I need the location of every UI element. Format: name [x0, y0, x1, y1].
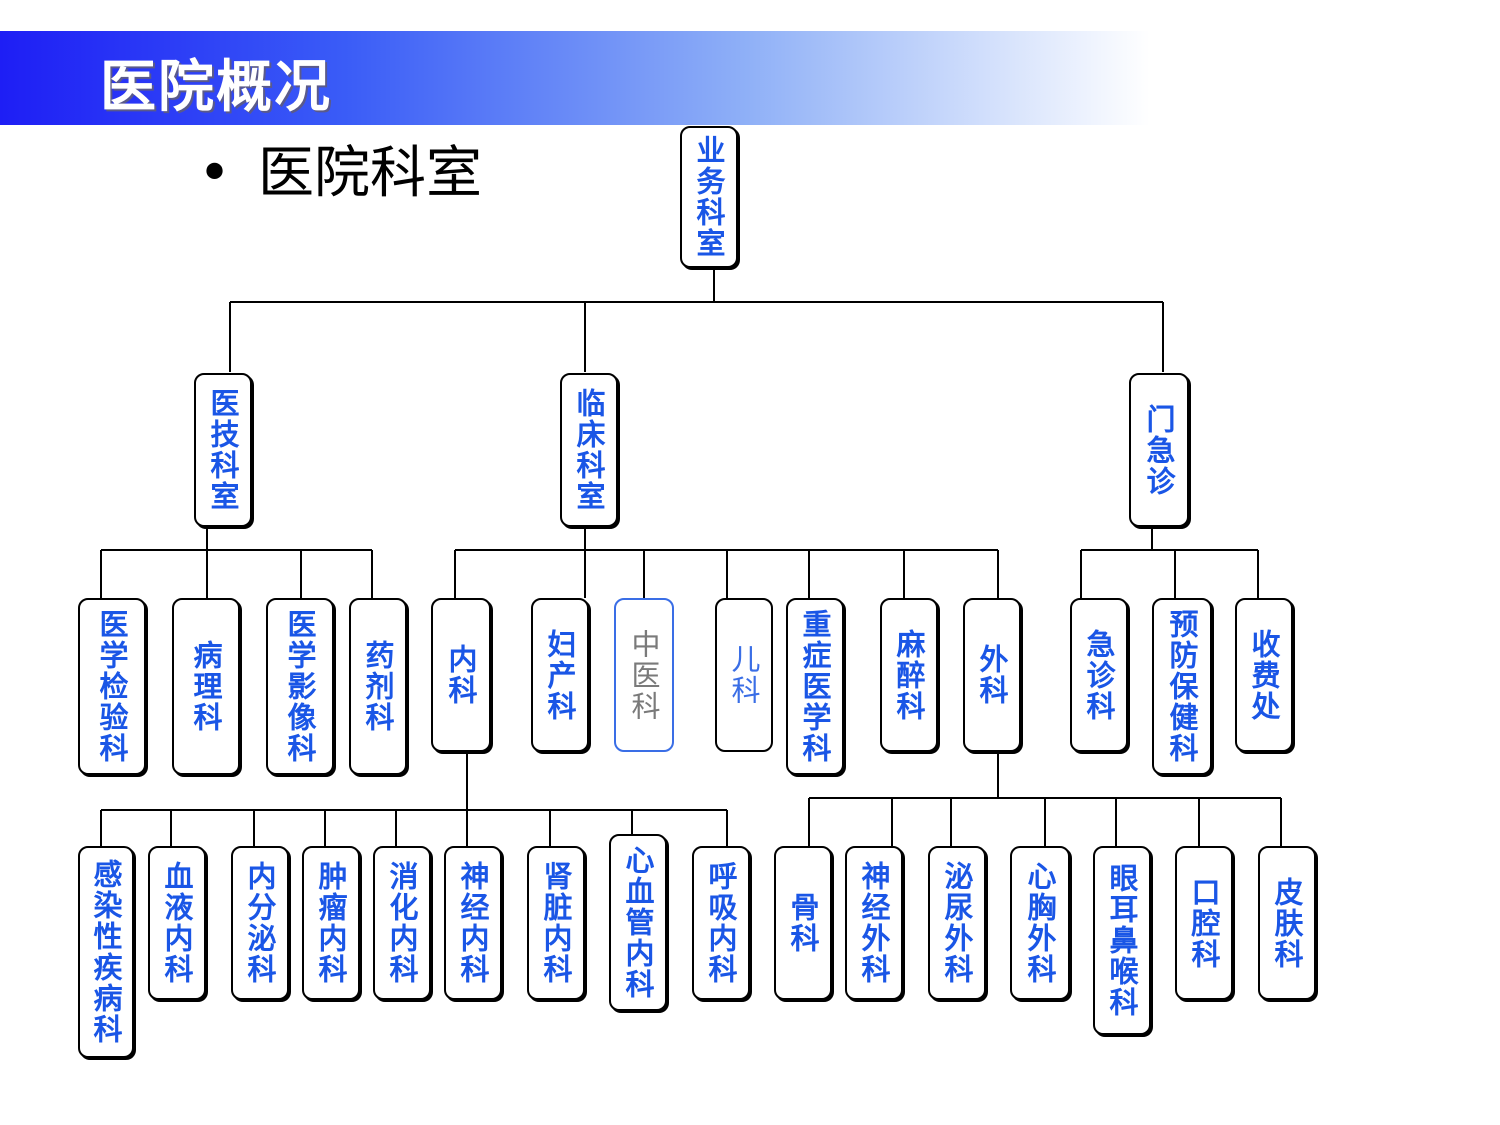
node-internal-medicine: 内科: [431, 598, 491, 752]
bullet-point: •: [198, 141, 232, 206]
node-obstetrics: 妇产科: [531, 598, 589, 752]
node-stomatology: 口腔科: [1175, 846, 1233, 1000]
node-label: 心胸外科: [1023, 861, 1057, 985]
node-tech-dept: 医技科室: [194, 373, 252, 527]
node-pathology: 病理科: [172, 598, 240, 775]
node-label: 眼耳鼻喉科: [1105, 863, 1139, 1018]
node-gastroenterology: 消化内科: [373, 846, 431, 1000]
node-label: 内科: [444, 644, 478, 706]
node-pharmacy: 药剂科: [349, 598, 407, 775]
node-surgery: 外科: [963, 598, 1021, 752]
node-imaging: 医学影像科: [266, 598, 334, 775]
node-icu: 重症医学科: [786, 598, 844, 775]
node-label: 血液内科: [160, 861, 194, 985]
node-anesthesia: 麻醉科: [880, 598, 938, 752]
node-label: 呼吸内科: [704, 861, 738, 985]
node-thoracic-surgery: 心胸外科: [1010, 846, 1070, 1000]
node-label: 医学检验科: [95, 609, 129, 764]
node-billing: 收费处: [1235, 598, 1293, 752]
node-respiratory: 呼吸内科: [692, 846, 750, 1000]
node-label: 神经内科: [456, 861, 490, 985]
node-label: 医学影像科: [283, 609, 317, 764]
node-label: 临床科室: [572, 388, 606, 512]
title-banner: [0, 31, 1150, 125]
subtitle: • 医院科室: [198, 128, 482, 209]
node-urology: 泌尿外科: [928, 846, 986, 1000]
node-label: 急诊科: [1082, 628, 1116, 722]
node-label: 药剂科: [361, 640, 395, 733]
node-dermatology: 皮肤科: [1258, 846, 1316, 1000]
node-endocrinology: 内分泌科: [231, 846, 289, 1000]
node-label: 业务科室: [692, 135, 726, 259]
node-label: 外科: [975, 644, 1009, 706]
node-label: 妇产科: [543, 628, 577, 722]
node-label: 儿科: [727, 644, 761, 706]
node-infectious-disease: 感染性疾病科: [78, 846, 134, 1058]
node-ent: 眼耳鼻喉科: [1093, 846, 1151, 1035]
node-neurology: 神经内科: [444, 846, 502, 1000]
node-label: 皮肤科: [1270, 876, 1304, 970]
node-label: 骨科: [786, 892, 820, 954]
node-label: 神经外科: [857, 861, 891, 985]
node-emergency-dept: 门急诊: [1129, 373, 1189, 527]
page-title: 医院概况: [100, 54, 332, 120]
node-label: 重症医学科: [798, 609, 832, 764]
node-neurosurgery: 神经外科: [845, 846, 903, 1000]
node-preventive-care: 预防保健科: [1152, 598, 1212, 775]
node-tcm: 中医科: [614, 598, 674, 752]
node-label: 中医科: [627, 628, 661, 722]
node-lab-medicine: 医学检验科: [78, 598, 146, 775]
node-label: 病理科: [189, 640, 223, 733]
node-label: 泌尿外科: [940, 861, 974, 985]
subtitle-text: 医院科室: [258, 141, 482, 206]
node-label: 肾脏内科: [539, 861, 573, 985]
node-clinical-dept: 临床科室: [560, 373, 618, 527]
node-root: 业务科室: [680, 126, 738, 268]
node-label: 口腔科: [1187, 876, 1221, 970]
node-label: 消化内科: [385, 861, 419, 985]
node-label: 门急诊: [1142, 403, 1176, 497]
node-label: 麻醉科: [892, 628, 926, 722]
node-oncology: 肿瘤内科: [302, 846, 360, 1000]
node-orthopedics: 骨科: [774, 846, 832, 1000]
node-label: 肿瘤内科: [314, 861, 348, 985]
node-label: 预防保健科: [1165, 609, 1199, 764]
node-label: 感染性疾病科: [89, 859, 123, 1045]
node-pediatrics: 儿科: [715, 598, 773, 752]
node-cardiology: 心血管内科: [609, 834, 667, 1011]
node-hematology: 血液内科: [148, 846, 206, 1000]
node-label: 心血管内科: [621, 845, 655, 1000]
node-emergency: 急诊科: [1070, 598, 1128, 752]
node-label: 收费处: [1247, 628, 1281, 722]
node-label: 医技科室: [206, 388, 240, 512]
node-label: 内分泌科: [243, 861, 277, 985]
node-nephrology: 肾脏内科: [527, 846, 585, 1000]
